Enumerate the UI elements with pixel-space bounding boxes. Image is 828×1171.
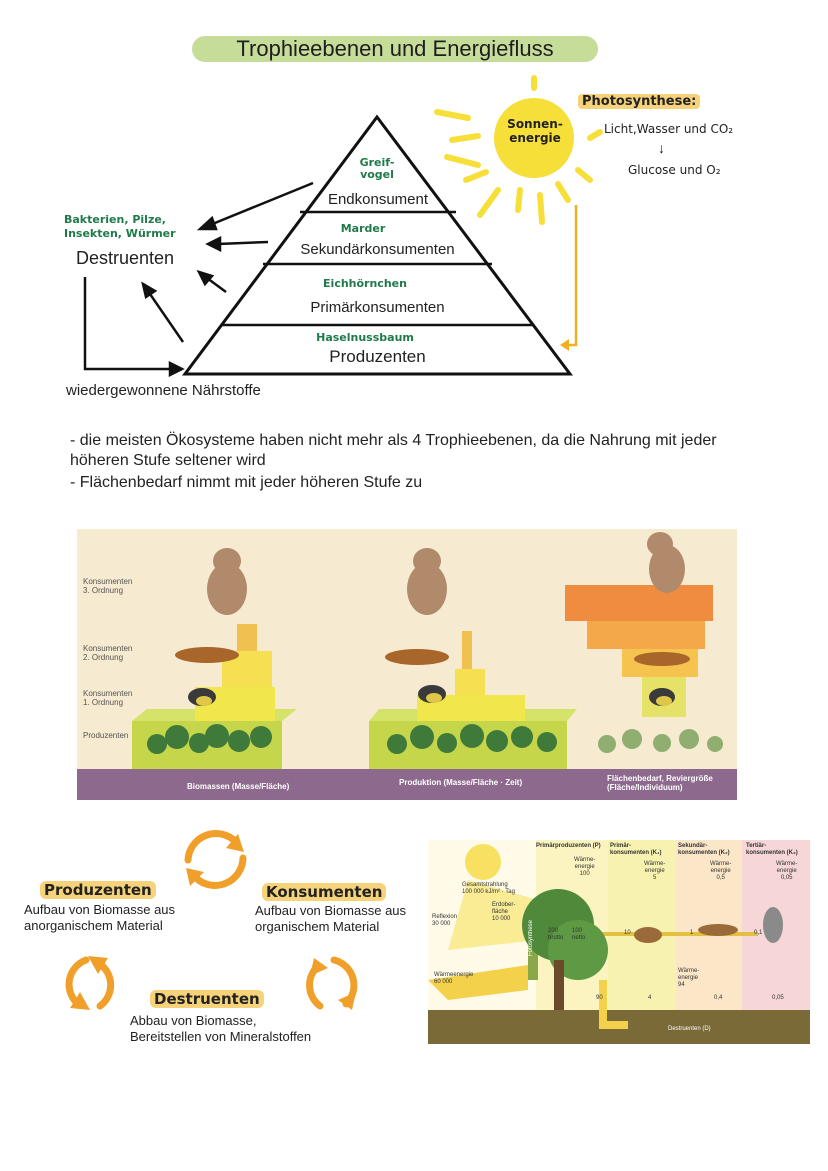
level-primaerkonsumenten: Primärkonsumenten bbox=[310, 299, 445, 316]
caption: Flächenbedarf, Reviergröße (Fläche/Indiv… bbox=[607, 774, 713, 792]
row-label: Konsumenten 3. Ordnung bbox=[83, 577, 133, 595]
pyramid-outline bbox=[182, 114, 574, 376]
column-header: Primär- konsumenten (K₁) bbox=[610, 843, 662, 856]
caption: Biomassen (Masse/Fläche) bbox=[187, 782, 290, 791]
heat-label: Wärme- energie 100 bbox=[574, 857, 596, 877]
surface-label: Erdober- fläche 10 000 bbox=[492, 902, 516, 922]
caption: Produktion (Masse/Fläche · Zeit) bbox=[399, 778, 523, 787]
note-1: - die meisten Ökosysteme haben nicht meh… bbox=[70, 432, 717, 469]
biomass-figure: Konsumenten 3. Ordnung Konsumenten 2. Or… bbox=[77, 529, 737, 800]
flow-value: 1 bbox=[690, 930, 694, 936]
bottom-value: 4 bbox=[648, 995, 652, 1001]
bottom-value: 90 bbox=[596, 995, 603, 1001]
recycled-nutrients-label: wiedergewonnene Nährstoffe bbox=[66, 382, 261, 399]
flow-value: 0,1 bbox=[754, 930, 763, 936]
organism-haselnussbaum: Haselnussbaum bbox=[316, 331, 414, 344]
radiation-label: Gesamtstrahlung 100 000 kJ/m² · Tag bbox=[462, 882, 515, 895]
heat-label: Wärme- energie 0,05 bbox=[776, 861, 798, 881]
heat-label: Wärme- energie 5 bbox=[644, 861, 666, 881]
arrow-group bbox=[83, 181, 314, 378]
cycle-arrows bbox=[65, 830, 358, 1010]
note-2: - Flächenbedarf nimmt mit jeder höheren … bbox=[70, 474, 423, 491]
row-label: Produzenten bbox=[83, 731, 129, 740]
photosynthesis-arrow: ↓ bbox=[658, 140, 665, 156]
bottom-value: 0,4 bbox=[714, 995, 723, 1001]
pyramid-diagram bbox=[83, 75, 603, 378]
destruents-label: Destruenten (D) bbox=[668, 1026, 711, 1032]
page-title: Trophieebenen und Energiefluss bbox=[192, 36, 598, 62]
energy-arrow bbox=[568, 205, 578, 347]
photosynthesis-outputs: Glucose und O₂ bbox=[628, 163, 721, 177]
organism-greifvogel: Greif- vogel bbox=[359, 156, 395, 181]
column-header: Sekundär- konsumenten (K₂) bbox=[678, 843, 730, 856]
level-sekundaerkonsumenten: Sekundärkonsumenten bbox=[300, 241, 455, 258]
cycle-arrow bbox=[184, 830, 240, 864]
sun-energy-label: Sonnen- energie bbox=[507, 117, 563, 145]
bottom-value: 0,05 bbox=[772, 995, 784, 1001]
konsumenten-title: Konsumenten bbox=[262, 883, 387, 901]
reflexion-label: Reflexion 30 000 bbox=[432, 914, 458, 927]
netto-label: 100 netto bbox=[572, 928, 586, 941]
energy-flow-figure: Primärproduzenten (P) Primär- konsumente… bbox=[428, 840, 810, 1044]
cycle-arrow bbox=[96, 960, 115, 1010]
destruents-label: Destruenten bbox=[76, 248, 175, 268]
column-header: Tertiär- konsumenten (K₃) bbox=[746, 843, 798, 856]
sun-icon bbox=[494, 98, 574, 178]
flow-value: 10 bbox=[624, 930, 631, 936]
heat-k1-label: Wärme- energie 94 bbox=[678, 968, 700, 988]
produzenten-desc: Aufbau von Biomasse aus anorganischem Ma… bbox=[24, 902, 176, 933]
organism-eichhoernchen: Eichhörnchen bbox=[323, 277, 407, 290]
destruenten-title: Destruenten bbox=[150, 990, 264, 1008]
level-produzenten: Produzenten bbox=[329, 347, 426, 366]
produzenten-title: Produzenten bbox=[40, 881, 156, 899]
heat-main-label: Wärmeenergie 60 000 bbox=[434, 972, 474, 985]
cycle-arrow bbox=[65, 956, 90, 1008]
photosynthesis-inputs: Licht,Wasser und CO₂ bbox=[604, 122, 734, 136]
organism-marder: Marder bbox=[340, 222, 386, 235]
brutto-label: 200 brutto bbox=[548, 928, 564, 941]
column-header: Primärproduzenten (P) bbox=[536, 843, 601, 849]
row-label: Konsumenten 1. Ordnung bbox=[83, 689, 133, 707]
photosynthesis-heading: Photosynthese: bbox=[578, 94, 701, 109]
konsumenten-desc: Aufbau von Biomasse aus organischem Mate… bbox=[255, 903, 407, 934]
level-endkonsument: Endkonsument bbox=[327, 191, 429, 208]
row-label: Konsumenten 2. Ordnung bbox=[83, 644, 133, 662]
photosynthesis-bar-label: Fotosynthese bbox=[528, 920, 534, 957]
cycle-arrow bbox=[192, 854, 247, 889]
destruents-organisms: Bakterien, Pilze, Insekten, Würmer bbox=[64, 213, 176, 240]
heat-label: Wärme- energie 0,5 bbox=[710, 861, 732, 881]
destruenten-desc: Abbau von Biomasse, Bereitstellen von Mi… bbox=[130, 1013, 312, 1044]
sun-rays-icon bbox=[434, 75, 603, 225]
